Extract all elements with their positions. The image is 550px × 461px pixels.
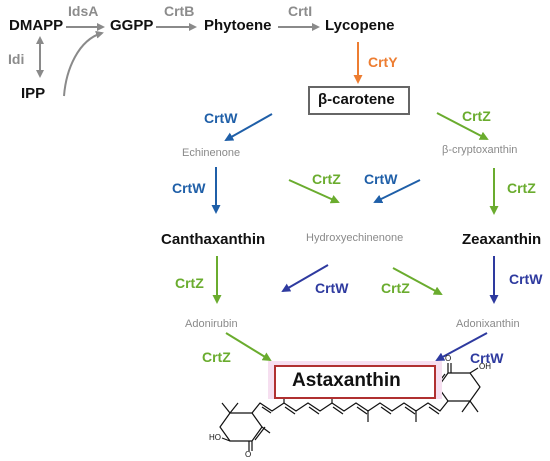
structure-label-oh: OH xyxy=(479,362,491,371)
arrow-cryptoxanthin-hydroxyechinenone xyxy=(373,179,421,203)
enzyme-crtw-zeaxanthin-adonixanthin: CrtW xyxy=(509,271,543,287)
enzyme-crtz-canthaxanthin-adonirubin: CrtZ xyxy=(175,275,204,291)
compound-ggpp: GGPP xyxy=(110,17,154,34)
compound-beta-carotene: β-carotene xyxy=(318,91,395,108)
compound-canthaxanthin: Canthaxanthin xyxy=(161,231,266,248)
enzyme-idi: Idi xyxy=(8,51,25,67)
arrow-betacarotene-echinenone xyxy=(224,113,273,141)
compound-adonirubin: Adonirubin xyxy=(185,318,238,330)
enzyme-crtz-adonirubin-astaxanthin: CrtZ xyxy=(202,349,231,365)
beta-carotene-box xyxy=(308,86,410,115)
compound-adonixanthin: Adonixanthin xyxy=(456,318,520,330)
compound-ipp: IPP xyxy=(21,85,46,102)
arrow-hydroxyechinenone-adonixanthin xyxy=(392,267,443,295)
arrow-adonixanthin-astaxanthin xyxy=(435,332,488,361)
arrow-betacarotene-cryptoxanthin xyxy=(436,112,489,140)
enzyme-idsa: IdsA xyxy=(68,3,99,19)
enzyme-crty: CrtY xyxy=(368,54,398,70)
enzyme-crtz-betacarotene-cryptoxanthin: CrtZ xyxy=(462,108,491,124)
compound-zeaxanthin: Zeaxanthin xyxy=(462,231,542,248)
compound-echinenone: Echinenone xyxy=(182,147,241,159)
astaxanthin-box xyxy=(274,365,436,399)
structure-label-left-o: O xyxy=(245,450,252,459)
enzyme-crtb: CrtB xyxy=(164,3,195,19)
enzyme-crtz-hydroxyechinenone-adonixanthin: CrtZ xyxy=(381,280,410,296)
structure-label-ho: HO xyxy=(209,433,221,442)
arrow-ipp-ggpp xyxy=(63,30,104,97)
compound-astaxanthin: Astaxanthin xyxy=(292,370,401,391)
arrow-adonirubin-astaxanthin xyxy=(225,332,272,362)
enzyme-crtw-betacarotene-echinenone: CrtW xyxy=(204,110,238,126)
arrow-echinenone-hydroxyechinenone xyxy=(288,179,340,204)
enzyme-crtw-echinenone-canthaxanthin: CrtW xyxy=(172,180,206,196)
enzyme-crtz-echinenone-hydroxyechinenone: CrtZ xyxy=(312,171,341,187)
enzyme-crtw-adonixanthin-astaxanthin: CrtW xyxy=(470,350,504,366)
enzyme-crtw-cryptoxanthin-hydroxyechinenone: CrtW xyxy=(364,171,398,187)
compound-dmapp: DMAPP xyxy=(9,17,64,34)
structure-label-right-o: O xyxy=(445,354,452,363)
compound-phytoene: Phytoene xyxy=(204,17,272,34)
arrow-hydroxyechinenone-adonirubin xyxy=(281,264,329,293)
compound-hydroxyechinenone: Hydroxyechinenone xyxy=(306,232,404,244)
enzyme-crtz-cryptoxanthin-zeaxanthin: CrtZ xyxy=(507,180,536,196)
compound-lycopene: Lycopene xyxy=(325,17,395,34)
compound-beta-cryptoxanthin: β-cryptoxanthin xyxy=(442,144,518,156)
enzyme-crtw-hydroxyechinenone-adonirubin: CrtW xyxy=(315,280,349,296)
enzyme-crti: CrtI xyxy=(288,3,313,19)
